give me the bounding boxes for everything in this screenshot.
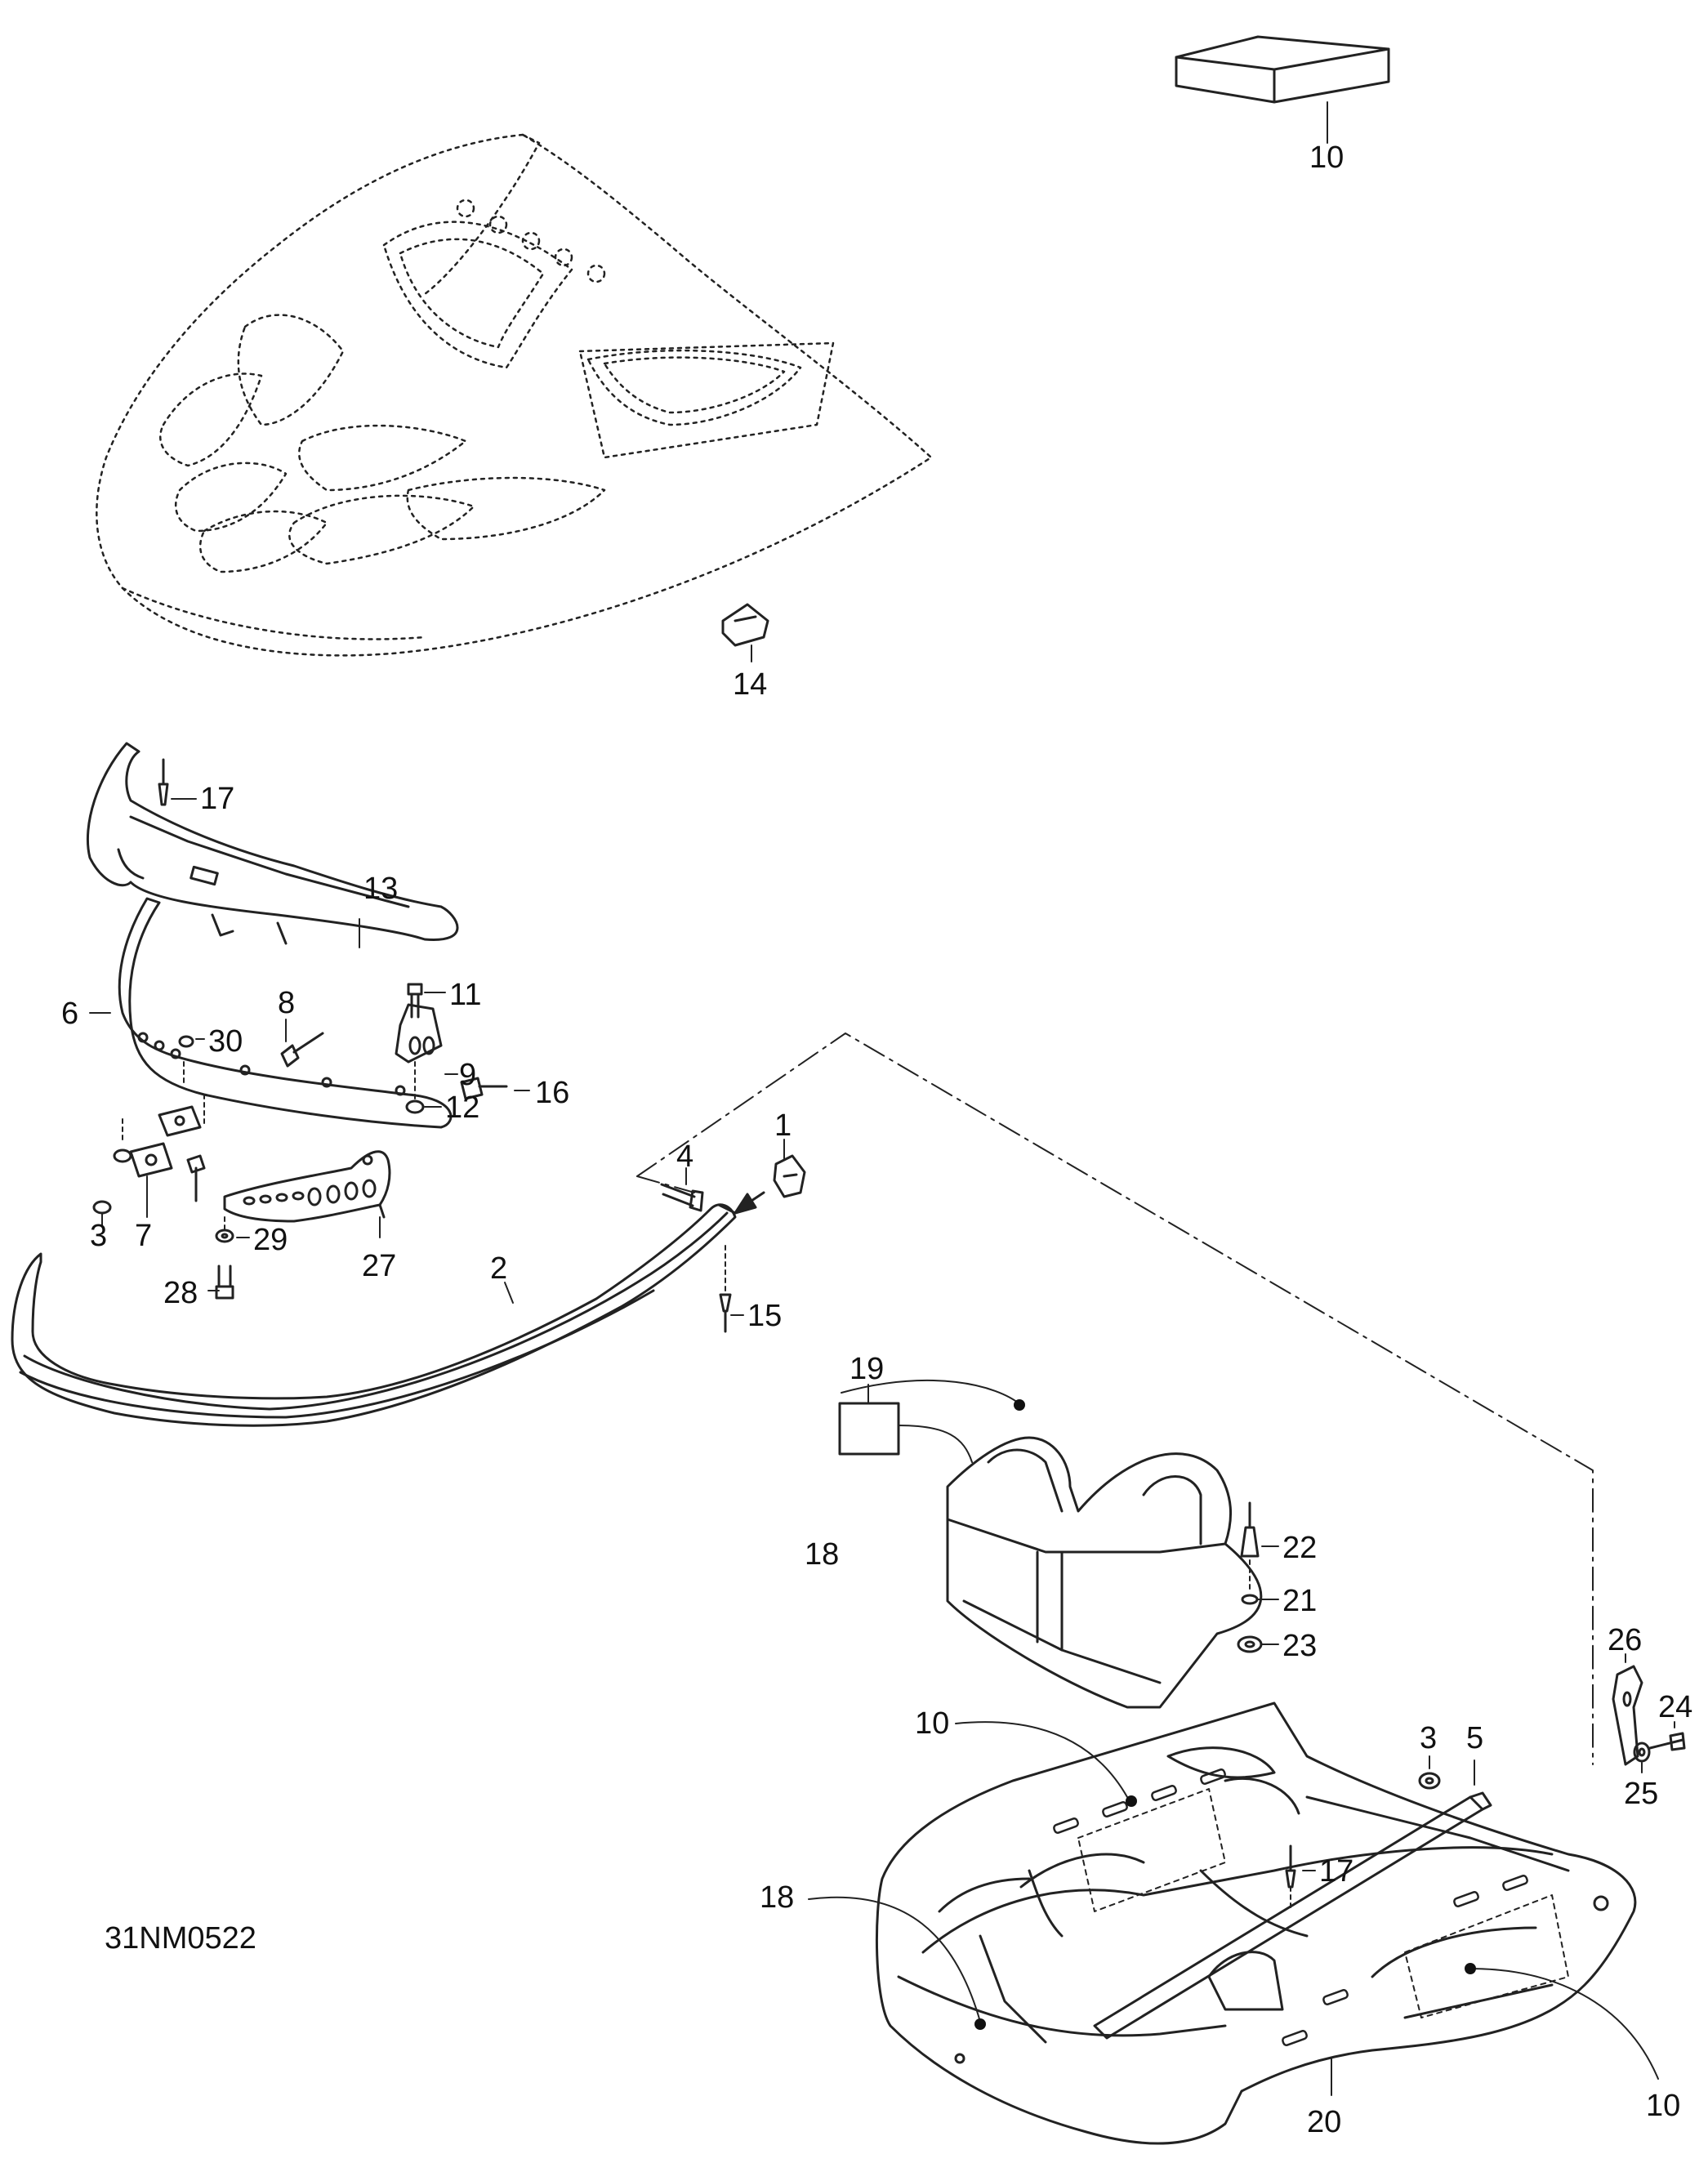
part-6-frame	[118, 897, 453, 1129]
callout-label: 10	[1646, 2089, 1680, 2123]
drawing-code: 31NM0522	[105, 1921, 256, 1956]
part-26-bracket	[1612, 1665, 1643, 1766]
callout-label: 16	[535, 1076, 569, 1110]
part-27-bracket	[223, 1150, 391, 1223]
callout-label: 3	[90, 1219, 107, 1253]
callout-label: 14	[733, 667, 767, 702]
assembly-line	[636, 1032, 1594, 1765]
part-20-belly-pan	[875, 1701, 1637, 2145]
part-30-nut	[178, 1035, 194, 1048]
callout-label: 25	[1624, 1777, 1658, 1811]
callout-label: 9	[459, 1058, 476, 1092]
callout-label: 18	[760, 1880, 794, 1915]
callout-label: 17	[1319, 1854, 1353, 1889]
callout-label: 6	[61, 997, 78, 1031]
callout-label: 15	[747, 1299, 782, 1333]
callout-label: 13	[363, 872, 398, 906]
part-8-screw	[280, 1032, 324, 1068]
callout-label: 21	[1282, 1584, 1317, 1618]
callout-labels: 10 14 17 13 11 6 30 8 9 16 12 3 7 4 1 29…	[61, 140, 1692, 2139]
part-17-rivet-upper	[158, 758, 169, 806]
callout-label: 1	[774, 1108, 792, 1143]
part-17-rivet-lower	[1285, 1844, 1296, 1912]
callout-label: 11	[449, 978, 481, 1012]
hood-outline	[96, 133, 933, 657]
part-22-rivet	[1240, 1501, 1260, 1558]
callout-label: 12	[445, 1090, 479, 1125]
callout-label: 8	[278, 986, 295, 1020]
callout-label: 10	[915, 1706, 949, 1741]
part-1-clip	[773, 1154, 806, 1198]
part-23-washer	[1237, 1635, 1263, 1653]
callout-label: 26	[1608, 1623, 1642, 1657]
callout-label: 19	[850, 1352, 884, 1386]
callout-label: 17	[200, 782, 234, 816]
callout-label: 27	[362, 1249, 396, 1283]
callout-label: 10	[1309, 140, 1344, 175]
callout-label: 24	[1658, 1690, 1692, 1724]
leader-dots	[974, 1399, 1476, 2030]
part-2-bumper	[11, 1203, 737, 1427]
part-12-nut	[405, 1061, 425, 1114]
part-11-bolt	[407, 983, 423, 1019]
callout-label: 23	[1282, 1629, 1317, 1663]
part-25-washer	[1633, 1742, 1651, 1763]
callout-label: 22	[1282, 1531, 1317, 1565]
part-24-screw	[1648, 1732, 1686, 1751]
part-9-bracket	[395, 1003, 443, 1064]
arrow-indicator	[734, 1191, 765, 1215]
part-29-washer	[215, 1216, 234, 1243]
part-13-bracket	[86, 742, 459, 945]
callout-label: 2	[490, 1251, 507, 1286]
callout-label: 20	[1307, 2105, 1341, 2139]
callout-label: 7	[135, 1219, 152, 1253]
part-10-pad	[1175, 35, 1390, 104]
callout-label: 4	[676, 1140, 693, 1174]
callout-label: 18	[805, 1537, 839, 1572]
callout-label: 5	[1466, 1721, 1483, 1755]
part-16-rivet	[460, 1077, 508, 1100]
part-4-bolt	[660, 1183, 704, 1212]
part-28-bolt	[215, 1264, 234, 1300]
part-14-clip	[721, 603, 769, 647]
part-7-plate	[92, 1061, 206, 1215]
part-15-rivet	[719, 1245, 732, 1333]
callout-label: 28	[163, 1276, 198, 1310]
callout-label: 29	[253, 1223, 288, 1257]
part-3-nut-lower	[1418, 1772, 1441, 1790]
callout-label: 3	[1420, 1721, 1437, 1755]
leader-lines	[89, 101, 1675, 2096]
callout-label: 30	[208, 1024, 243, 1059]
part-19-decal	[838, 1402, 900, 1456]
part-5-rail	[1093, 1791, 1492, 2040]
part-18-upper-pan	[946, 1436, 1263, 1709]
